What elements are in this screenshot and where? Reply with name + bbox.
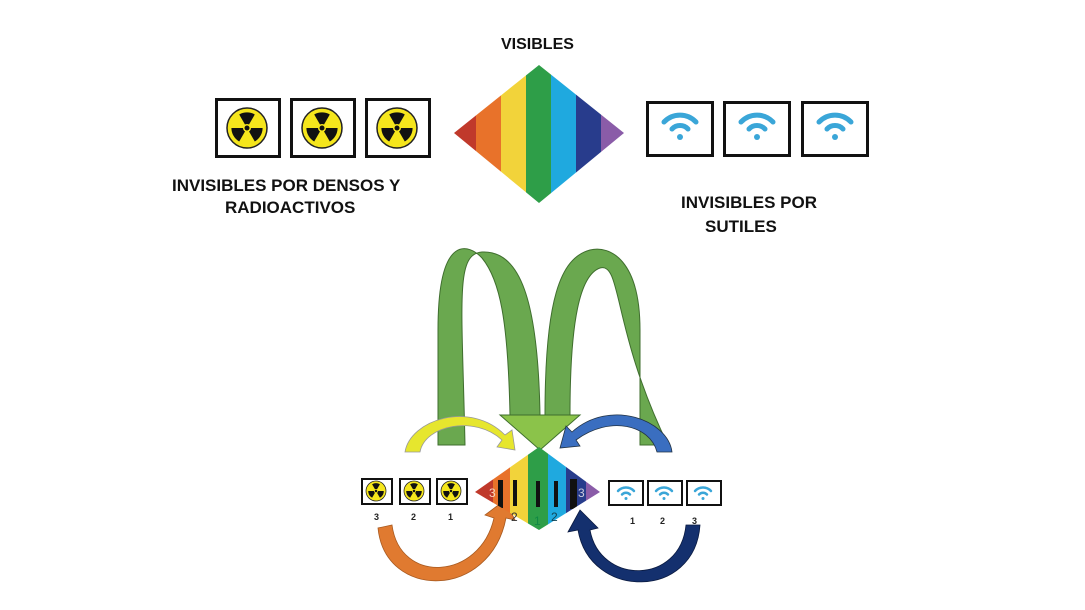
left-label-line1: INVISIBLES POR DENSOS Y: [172, 176, 401, 195]
right-number: 1: [630, 516, 636, 526]
radiation-box-small: [436, 478, 468, 505]
spectrum-number: 2: [511, 510, 518, 524]
visible-spectrum-diamond: [454, 65, 624, 203]
right-label-line1: INVISIBLES POR: [681, 193, 818, 212]
wifi-box-small: [686, 480, 722, 506]
spectrum-number: 1: [534, 514, 541, 528]
wifi-box: [723, 101, 791, 157]
spectrum-number: 3: [489, 486, 496, 500]
radiation-box-small: [361, 478, 393, 505]
navy-arrow: [567, 509, 701, 583]
left-label-line2: RADIOACTIVOS: [225, 198, 356, 217]
spectrum-number: 2: [551, 510, 558, 524]
left-number: 1: [448, 512, 454, 522]
right-number: 3: [692, 516, 698, 526]
right-label-line2: SUTILES: [705, 217, 777, 236]
wifi-box: [646, 101, 714, 157]
right-number: 2: [660, 516, 666, 526]
radiation-box-small: [399, 478, 431, 505]
visible-label: VISIBLES: [501, 36, 574, 53]
blue-arrow: [559, 414, 673, 453]
spectrum-number: 3: [578, 486, 585, 500]
wifi-box-small: [608, 480, 644, 506]
green-arch-arrows: [437, 248, 669, 451]
yellow-arrow: [404, 416, 516, 453]
wifi-box: [801, 101, 869, 157]
orange-arrow: [377, 499, 516, 582]
left-number: 3: [374, 512, 380, 522]
radiation-box: [215, 98, 281, 158]
wifi-box-small: [647, 480, 683, 506]
radiation-box: [290, 98, 356, 158]
radiation-box: [365, 98, 431, 158]
left-number: 2: [411, 512, 417, 522]
